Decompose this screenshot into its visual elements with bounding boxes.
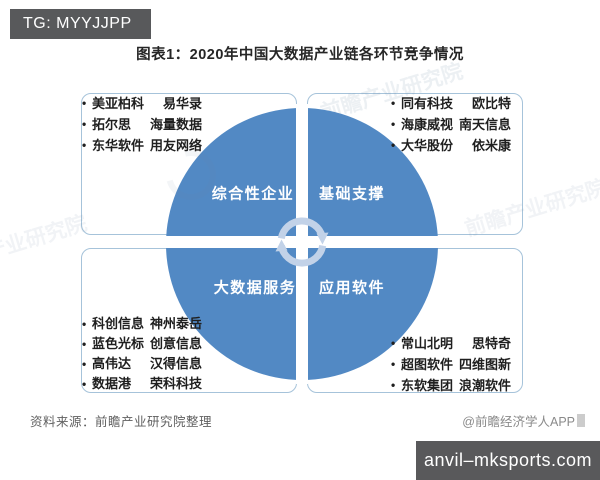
company-name: 浪潮软件 <box>458 378 511 393</box>
company-name: 科创信息 <box>92 316 145 331</box>
cycle-arrows-icon <box>275 217 329 267</box>
company-name: 海康威视 <box>401 117 454 132</box>
quadrant-label-comprehensive: 综合性企业 <box>211 185 295 203</box>
source-note: 资料来源：前瞻产业研究院整理 <box>30 415 213 429</box>
company-name: 创意信息 <box>149 336 202 351</box>
quadrant-label-bigdata-service: 大数据服务 <box>213 279 297 297</box>
company-name: 神州泰岳 <box>149 316 202 331</box>
company-list-top-right: 同有科技欧比特海康威视南天信息大华股份依米康 <box>391 93 511 156</box>
company-row: 拓尔思 海量数据 <box>82 114 202 135</box>
site-watermark: anvil–mksports.com <box>416 441 600 480</box>
company-name: 汉得信息 <box>149 356 202 371</box>
chart-title: 图表1：2020年中国大数据产业链各环节竞争情况 <box>136 47 464 63</box>
company-name: 拓尔思 <box>92 117 132 132</box>
company-row: 高伟达 汉得信息 <box>82 354 202 374</box>
circle-divider-horizontal <box>162 236 442 248</box>
company-name: 高伟达 <box>92 356 132 371</box>
company-name: 依米康 <box>471 138 511 153</box>
company-name: 荣科科技 <box>149 376 202 391</box>
app-logo-placeholder <box>577 414 585 427</box>
company-name: 用友网络 <box>149 138 202 153</box>
company-name: 超图软件 <box>401 357 454 372</box>
company-name: 蓝色光标 <box>92 336 145 351</box>
company-name: 欧比特 <box>471 96 511 111</box>
company-row: 美亚柏科 易华录 <box>82 93 202 114</box>
company-name: 大华股份 <box>401 138 454 153</box>
credit-note: @前瞻经济学人APP <box>462 411 585 430</box>
company-name: 常山北明 <box>401 336 454 351</box>
company-row: 数据港 荣科科技 <box>82 374 202 394</box>
company-name: 思特奇 <box>471 336 511 351</box>
company-name: 易华录 <box>162 96 202 111</box>
quadrant-label-application: 应用软件 <box>318 279 386 297</box>
company-name: 同有科技 <box>401 96 454 111</box>
company-row: 同有科技 欧比特 <box>391 93 511 114</box>
company-name: 东软集团 <box>401 378 454 393</box>
quadrant-label-infrastructure: 基础支撑 <box>318 185 386 203</box>
watermark-text: 前瞻产业研究院 <box>0 211 90 277</box>
company-name: 数据港 <box>92 376 132 391</box>
company-name: 南天信息 <box>458 117 511 132</box>
company-row: 常山北明 思特奇 <box>391 333 511 354</box>
company-list-bottom-right: 常山北明思特奇超图软件四维图新东软集团浪潮软件 <box>391 333 511 396</box>
credit-text: @前瞻经济学人APP <box>462 415 575 429</box>
company-name: 海量数据 <box>149 117 202 132</box>
company-name: 美亚柏科 <box>92 96 145 111</box>
company-list-bottom-left: 科创信息神州泰岳蓝色光标创意信息高伟达汉得信息数据港荣科科技 <box>82 314 202 394</box>
company-name: 四维图新 <box>458 357 511 372</box>
tg-badge: TG: MYYJJPP <box>10 9 151 39</box>
company-row: 大华股份 依米康 <box>391 135 511 156</box>
company-list-top-left: 美亚柏科易华录拓尔思海量数据东华软件用友网络 <box>82 93 202 156</box>
company-name: 东华软件 <box>92 138 145 153</box>
